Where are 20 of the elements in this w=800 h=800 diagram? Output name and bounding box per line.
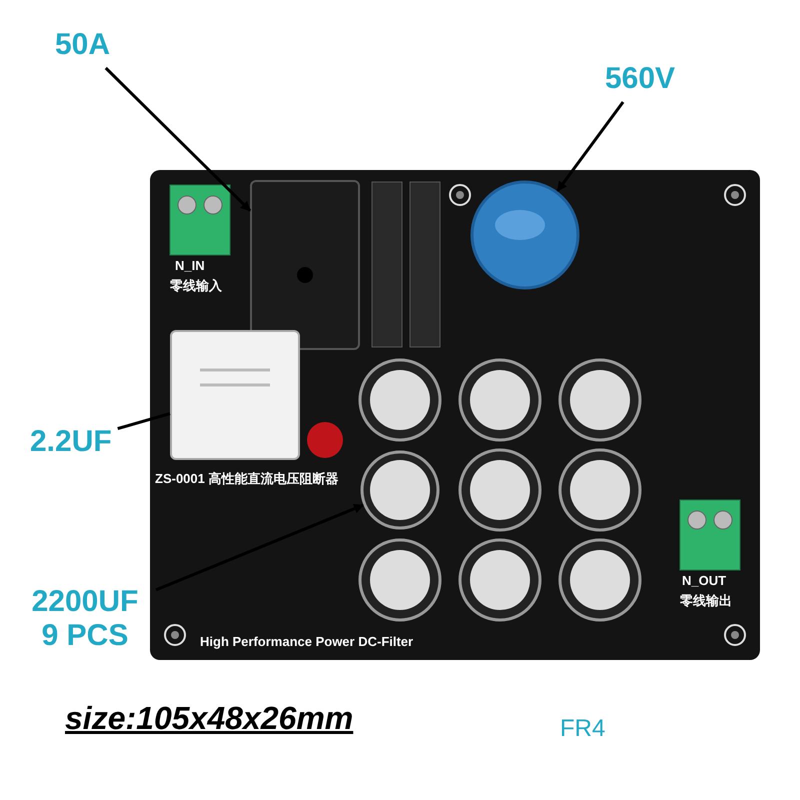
varistor-drawing <box>470 180 580 290</box>
arrow <box>155 504 364 592</box>
arrow <box>104 66 252 212</box>
callout-label: 560V <box>605 62 676 96</box>
connector-label: 零线输出 <box>680 592 732 610</box>
connector-label: 零线输入 <box>170 277 222 295</box>
callout-label: 50A <box>55 28 110 62</box>
connector-label: N_IN <box>175 258 205 273</box>
callout-label: 2200UF 9 PCS <box>20 585 150 653</box>
material-label: FR4 <box>560 714 606 744</box>
board-marking: High Performance Power DC-Filter <box>200 634 414 649</box>
arrow <box>556 101 624 192</box>
dimension-text: size:105x48x26mm <box>65 700 354 737</box>
leader-line <box>117 412 170 430</box>
film-capacitor-drawing <box>170 330 300 460</box>
electrolytic-capacitor-drawing <box>360 450 440 530</box>
callout-label: 2.2UF <box>30 425 112 459</box>
bridge-rectifier-drawing <box>250 180 360 350</box>
board-marking: ZS-0001 高性能直流电压阻断器 <box>155 470 338 488</box>
connector-label: N_OUT <box>682 573 726 588</box>
